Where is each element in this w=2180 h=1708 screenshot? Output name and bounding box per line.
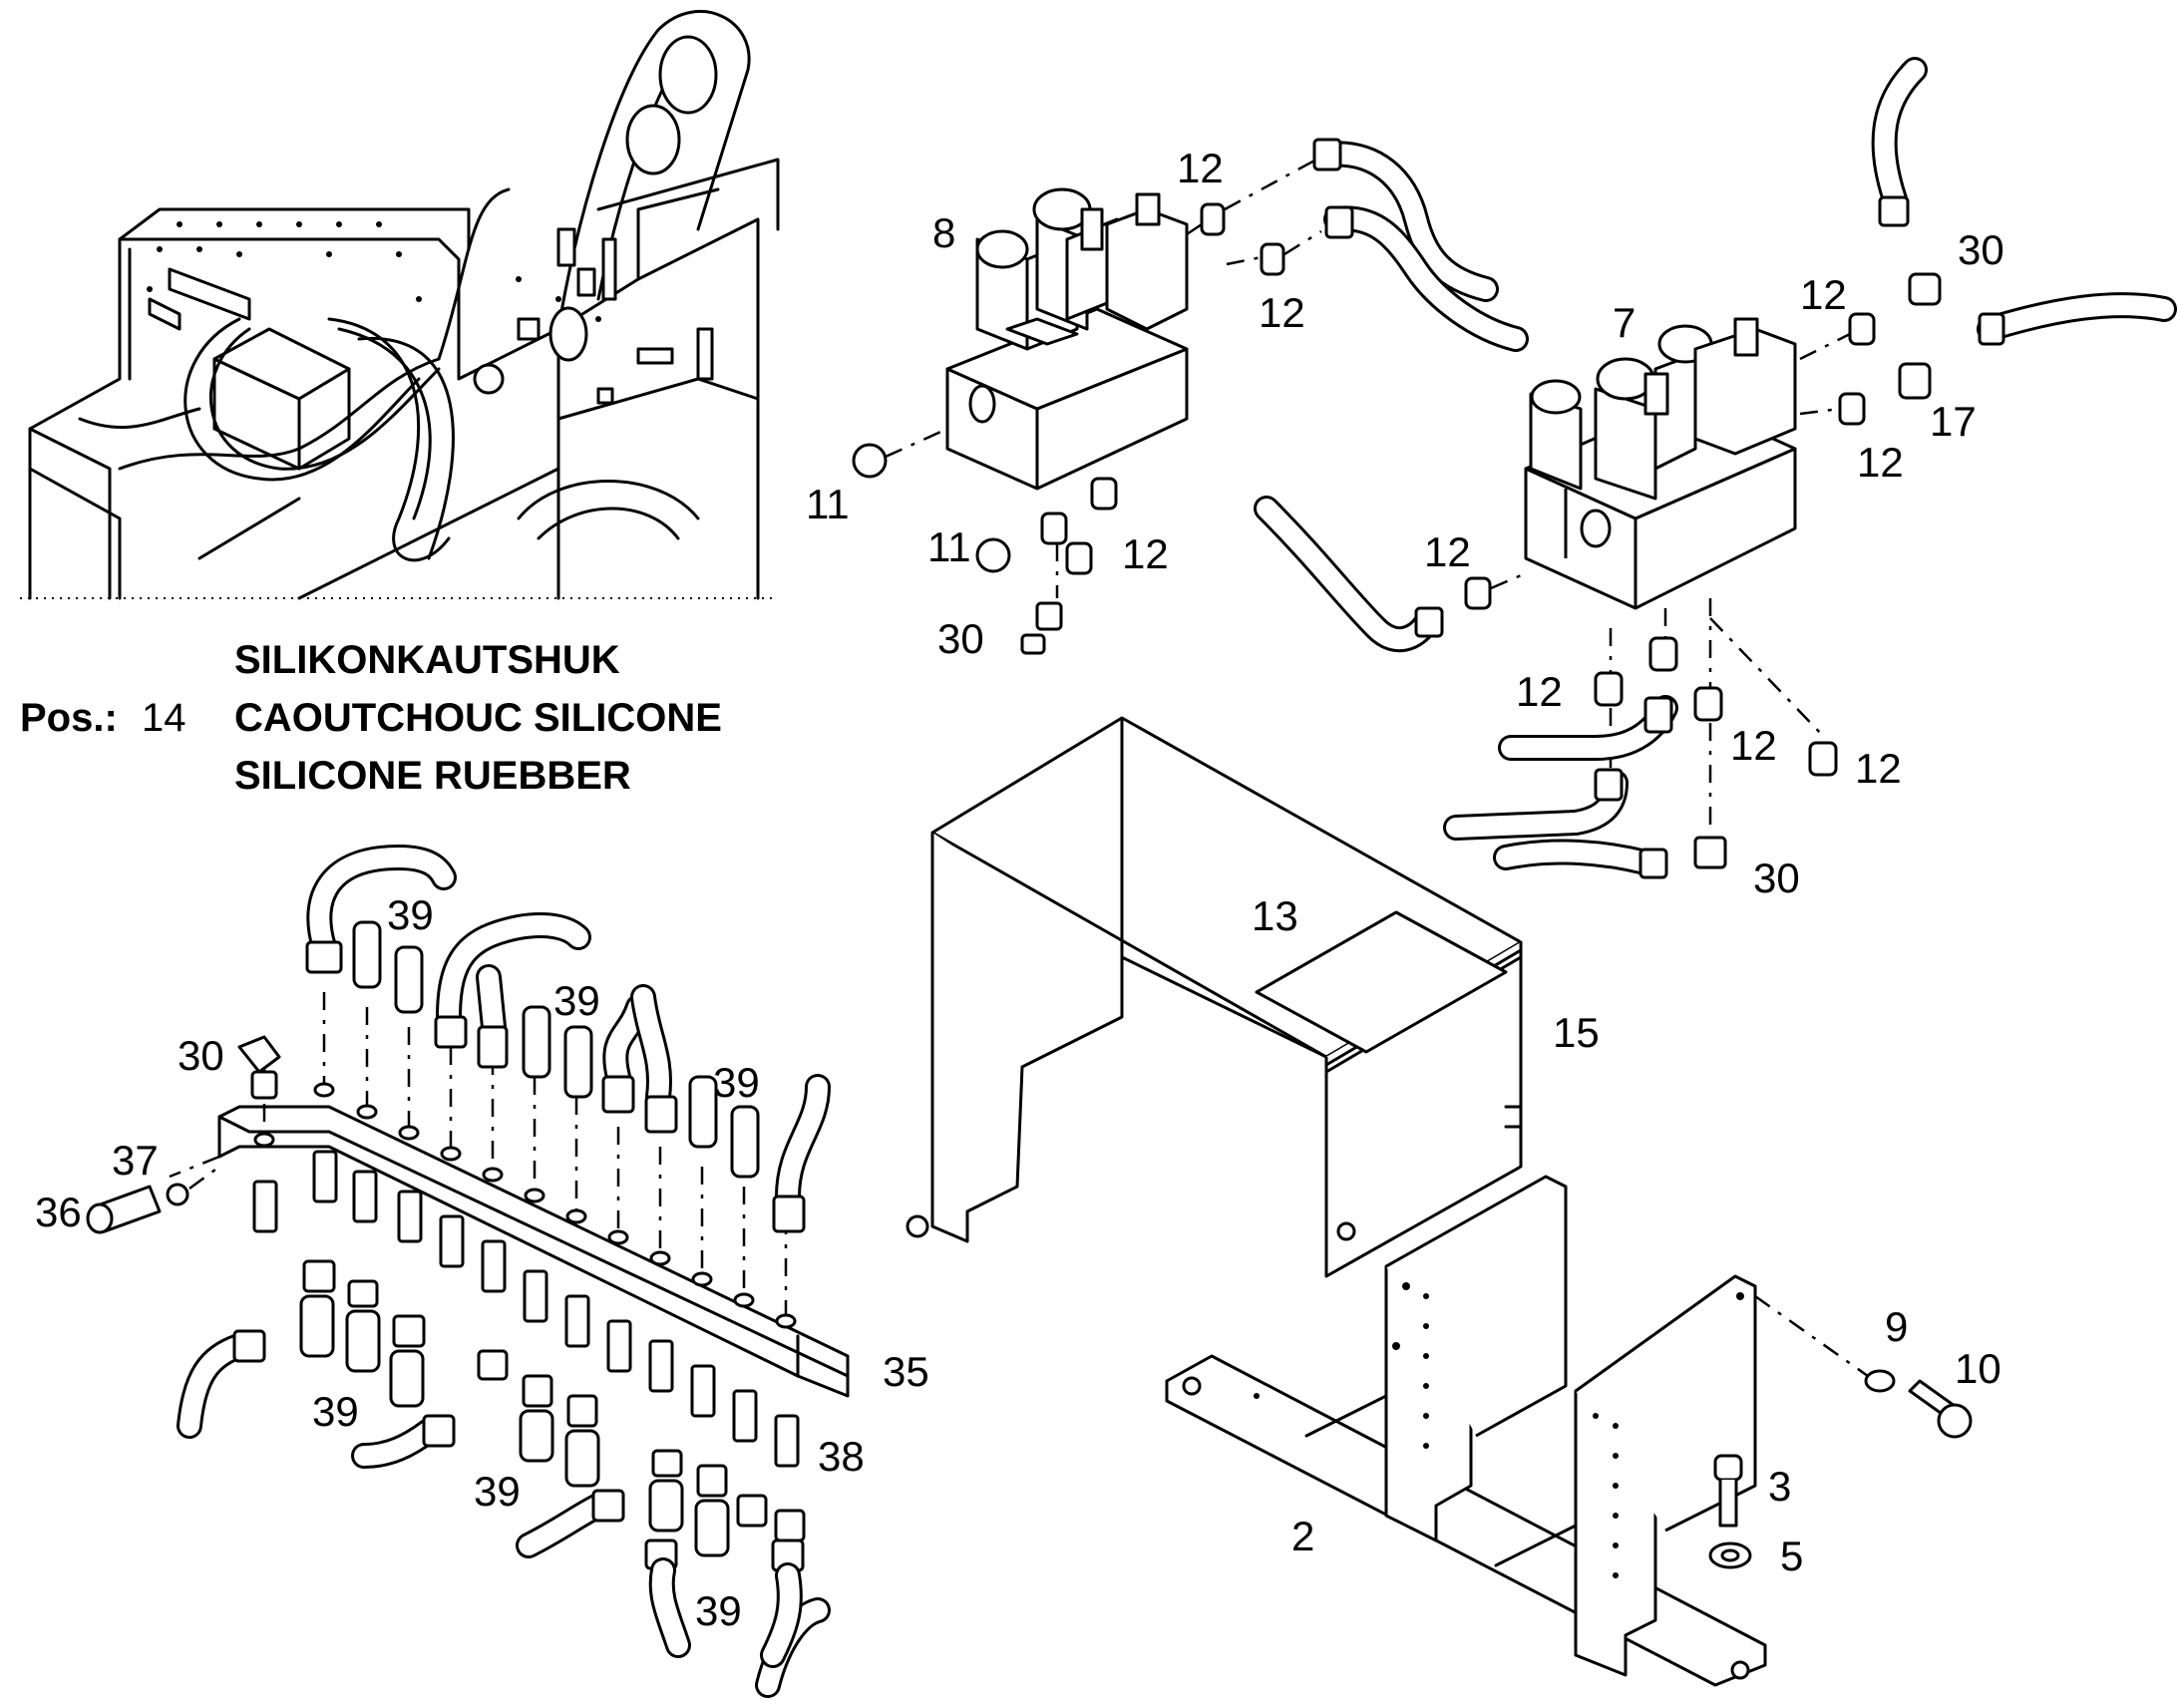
callout-39: 39	[695, 1587, 742, 1634]
callout-11: 11	[927, 523, 971, 570]
callout-11: 11	[806, 481, 850, 527]
callout-39: 39	[312, 1388, 359, 1435]
callout-12: 12	[1857, 439, 1904, 486]
callout-30: 30	[1958, 226, 2004, 273]
callout-39: 39	[474, 1468, 521, 1515]
callout-30: 30	[937, 615, 984, 662]
callout-35: 35	[883, 1348, 929, 1395]
callout-38: 38	[818, 1433, 865, 1480]
bolts-right	[1708, 1294, 1973, 1569]
assembly-lines-rail	[169, 992, 788, 1316]
plate-holes	[147, 221, 601, 322]
callout-39: 39	[553, 977, 600, 1024]
pos-label: Pos.:	[20, 696, 118, 740]
frame-2	[1165, 1175, 1767, 1687]
valve-block-8	[945, 187, 1189, 491]
material-note: SILIKONKAUTSHUK Pos.: 14 CAOUTCHOUC SILI…	[20, 638, 722, 798]
callout-12: 12	[1424, 528, 1471, 575]
callout-15: 15	[1553, 1009, 1600, 1056]
callout-36: 36	[35, 1189, 82, 1235]
callout-30: 30	[1753, 854, 1800, 901]
cover-15	[906, 716, 1523, 1278]
callout-12: 12	[1800, 271, 1847, 318]
callout-12: 12	[1259, 289, 1305, 336]
bolt-36	[86, 1165, 220, 1234]
callout-5: 5	[1780, 1533, 1803, 1579]
hoses-block-8	[1312, 57, 1928, 352]
callout-12: 12	[1177, 145, 1224, 191]
callout-10: 10	[1955, 1345, 2001, 1392]
callout-39: 39	[387, 891, 434, 938]
nipples-38	[252, 1150, 800, 1468]
callout-2: 2	[1291, 1513, 1314, 1559]
callout-12: 12	[1122, 530, 1169, 577]
frame-holes	[1254, 1282, 1744, 1578]
fittings-block-7	[1254, 272, 2177, 879]
note-line-3: SILICONE RUEBBER	[234, 754, 631, 798]
callout-12: 12	[1516, 668, 1563, 715]
fittings-39-bottom	[177, 1259, 831, 1698]
fittings-39-top	[237, 845, 831, 1233]
callout-13: 13	[1252, 892, 1298, 939]
callout-3: 3	[1768, 1463, 1791, 1510]
callout-37: 37	[112, 1137, 159, 1184]
note-line-1: SILIKONKAUTSHUK	[234, 638, 620, 682]
callout-9: 9	[1885, 1303, 1908, 1350]
callout-30: 30	[178, 1032, 224, 1079]
installation-overview	[20, 10, 780, 600]
note-line-2: CAOUTCHOUC SILICONE	[234, 696, 722, 740]
valve-block-7	[1524, 317, 1797, 610]
pos-number: 14	[142, 696, 186, 740]
callout-12: 12	[1855, 745, 1902, 792]
callout-17: 17	[1930, 398, 1977, 445]
callout-39: 39	[713, 1059, 760, 1106]
fittings-block-8	[852, 158, 1322, 655]
callout-12: 12	[1730, 722, 1777, 769]
callout-8: 8	[932, 209, 955, 256]
plate-13	[1255, 910, 1508, 1054]
callouts: 8 12 12 11 11 12 30 7 12 30 17 12 12 12 …	[35, 145, 2004, 1634]
callout-7: 7	[1613, 299, 1635, 346]
